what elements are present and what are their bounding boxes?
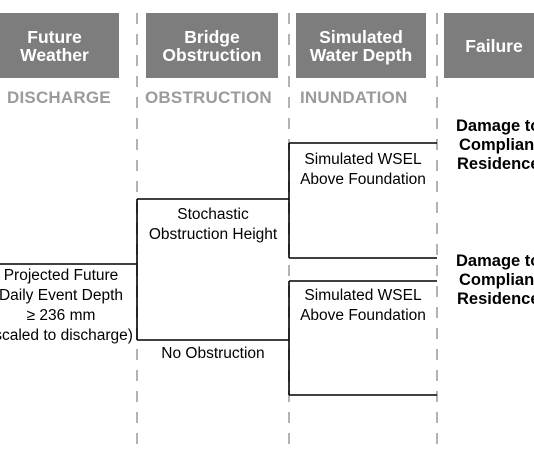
node-wsel-lower: Simulated WSEL Above Foundation (291, 286, 435, 326)
category-obstruction: OBSTRUCTION (145, 88, 272, 107)
node-wsel-lower-line1: Simulated WSEL (304, 287, 422, 304)
header-bridge-obstruction-line1: Bridge (184, 26, 240, 47)
category-inundation: INUNDATION (300, 88, 408, 107)
node-projected-line1: Projected Future (3, 267, 119, 284)
node-projected-line4: (scaled to discharge) (0, 327, 133, 344)
header-bridge-obstruction: Bridge Obstruction (146, 13, 278, 78)
node-stochastic-obstruction: Stochastic Obstruction Height (139, 205, 287, 245)
node-projected-event: Projected Future Daily Event Depth ≥ 236… (0, 266, 134, 346)
header-bridge-obstruction-line2: Obstruction (162, 44, 262, 65)
header-future-weather-line2: Weather (20, 44, 89, 65)
header-simulated-water-depth: Simulated Water Depth (296, 13, 426, 78)
header-simulated-water-depth-line1: Simulated (319, 26, 403, 47)
node-no-obstruction: No Obstruction (139, 344, 287, 364)
node-wsel-upper-line1: Simulated WSEL (304, 151, 422, 168)
header-simulated-water-depth-line2: Water Depth (309, 44, 413, 65)
node-no-obstruction-label: No Obstruction (161, 345, 265, 362)
node-stochastic-line2: Obstruction Height (148, 226, 278, 243)
failure-upper-line2: Compliant (459, 136, 534, 154)
node-projected-line2: Daily Event Depth (0, 287, 124, 304)
node-wsel-lower-line2: Above Foundation (300, 307, 426, 324)
node-stochastic-line1: Stochastic (177, 206, 249, 223)
header-future-weather-line1: Future (27, 26, 82, 47)
failure-lower-line3: Residence (457, 290, 534, 308)
failure-outcome-lower: Damage to Compliant Residence (456, 252, 534, 309)
header-failure-line1: Failure (465, 35, 523, 56)
failure-lower-line2: Compliant (459, 271, 534, 289)
failure-lower-line1: Damage to (456, 252, 534, 270)
column-divider-3 (436, 13, 438, 448)
header-failure: Failure (444, 13, 534, 78)
node-projected-line3: ≥ 236 mm (26, 307, 96, 324)
node-wsel-upper: Simulated WSEL Above Foundation (291, 150, 435, 190)
category-discharge: DISCHARGE (7, 88, 111, 107)
failure-outcome-upper: Damage to Compliant Residence (456, 117, 534, 174)
failure-upper-line1: Damage to (456, 117, 534, 135)
header-future-weather: Future Weather (0, 13, 119, 78)
failure-upper-line3: Residence (457, 155, 534, 173)
node-wsel-upper-line2: Above Foundation (300, 171, 426, 188)
